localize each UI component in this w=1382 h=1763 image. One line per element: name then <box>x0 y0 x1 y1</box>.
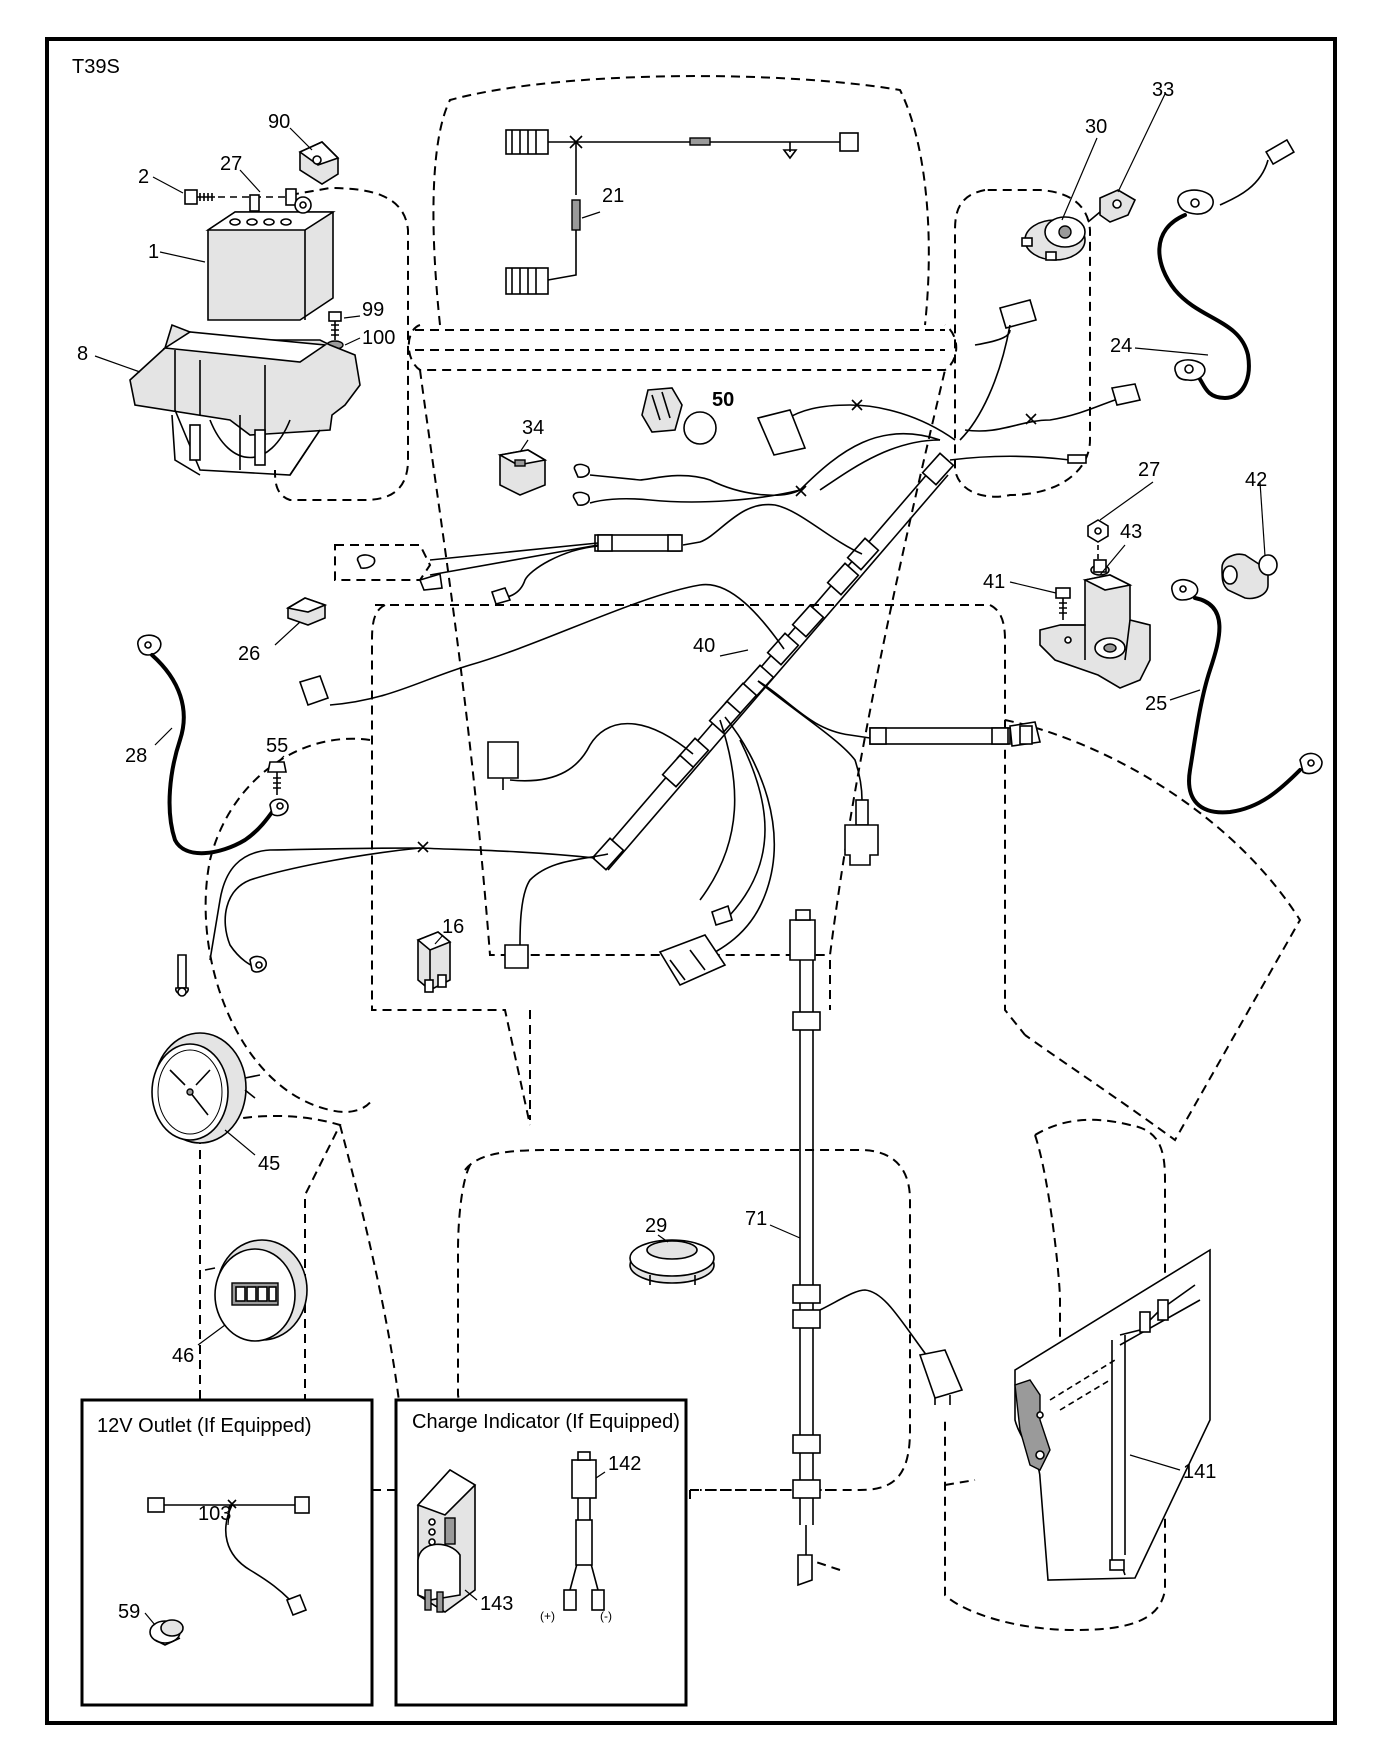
hour-meter-46 <box>204 1239 308 1342</box>
bolt-41 <box>1055 587 1071 620</box>
battery-tray-8 <box>129 323 361 476</box>
callout-28: 28 <box>125 745 147 767</box>
terminal-cover-90 <box>298 141 340 185</box>
charge-minus-label: (-) <box>600 1609 612 1623</box>
callout-59: 59 <box>118 1601 140 1623</box>
callout-143: 143 <box>480 1593 513 1615</box>
main-harness-40 <box>175 299 1142 997</box>
ignition-key-33 <box>1087 189 1137 223</box>
callout-99: 99 <box>362 299 384 321</box>
callout-2: 2 <box>138 166 149 188</box>
nut-27 <box>1087 519 1109 565</box>
switch-34 <box>497 449 548 496</box>
callout-25: 25 <box>1145 693 1167 715</box>
callout-8: 8 <box>77 343 88 365</box>
callout-27-top: 27 <box>220 153 242 175</box>
battery-1 <box>205 194 336 321</box>
callout-50: 50 <box>712 389 734 411</box>
bolt-55 <box>267 761 287 795</box>
callout-103: 103 <box>198 1503 231 1525</box>
switch-50 <box>641 387 717 445</box>
gauge-45 <box>151 1032 261 1144</box>
callout-30: 30 <box>1085 116 1107 138</box>
callout-141: 141 <box>1183 1461 1216 1483</box>
solenoid-43 <box>1039 559 1151 689</box>
callout-34: 34 <box>522 417 544 439</box>
grommet-29 <box>629 1239 715 1285</box>
diagram-code: T39S <box>72 56 120 78</box>
callout-90: 90 <box>268 111 290 133</box>
callout-43: 43 <box>1120 521 1142 543</box>
terminal-boot-42 <box>1221 553 1278 600</box>
harness-21 <box>505 129 859 295</box>
bolt-99 <box>326 311 344 350</box>
battery-bolt-2 <box>184 188 297 206</box>
callout-40: 40 <box>693 635 715 657</box>
callout-71: 71 <box>745 1208 767 1230</box>
callout-1: 1 <box>148 241 159 263</box>
charge-box: Charge Indicator (If Equipped) (+) (-) <box>394 1398 688 1707</box>
callout-33: 33 <box>1152 79 1174 101</box>
callout-27-right: 27 <box>1138 459 1160 481</box>
callout-21: 21 <box>602 185 624 207</box>
cable-28 <box>137 634 289 856</box>
charge-plus-label: (+) <box>540 1609 555 1623</box>
callout-100: 100 <box>362 327 395 349</box>
outlet-box-title: 12V Outlet (If Equipped) <box>97 1415 312 1437</box>
seat-switch-141 <box>1014 1248 1211 1581</box>
leader-lines <box>94 93 1266 1626</box>
callout-42: 42 <box>1245 469 1267 491</box>
ignition-switch-30 <box>1021 216 1086 261</box>
charge-box-title: Charge Indicator (If Equipped) <box>412 1411 680 1433</box>
callout-16: 16 <box>442 916 464 938</box>
callout-45: 45 <box>258 1153 280 1175</box>
plug-16 <box>416 931 452 993</box>
callout-29: 29 <box>645 1215 667 1237</box>
cable-24 <box>1157 138 1295 401</box>
fuse-26 <box>285 597 328 626</box>
callout-labels: 90 2 27 1 8 99 100 21 30 33 24 50 34 27 … <box>77 79 1267 1623</box>
diagram-frame <box>45 37 1337 1725</box>
chassis-outline <box>199 75 1302 1710</box>
cable-25 <box>1171 578 1323 815</box>
outlet-box: 12V Outlet (If Equipped) <box>80 1398 374 1707</box>
harness-71 <box>789 909 964 1587</box>
callout-24: 24 <box>1110 335 1132 357</box>
callout-55: 55 <box>266 735 288 757</box>
callout-26: 26 <box>238 643 260 665</box>
callout-142: 142 <box>608 1453 641 1475</box>
callout-41: 41 <box>983 571 1005 593</box>
callout-46: 46 <box>172 1345 194 1367</box>
